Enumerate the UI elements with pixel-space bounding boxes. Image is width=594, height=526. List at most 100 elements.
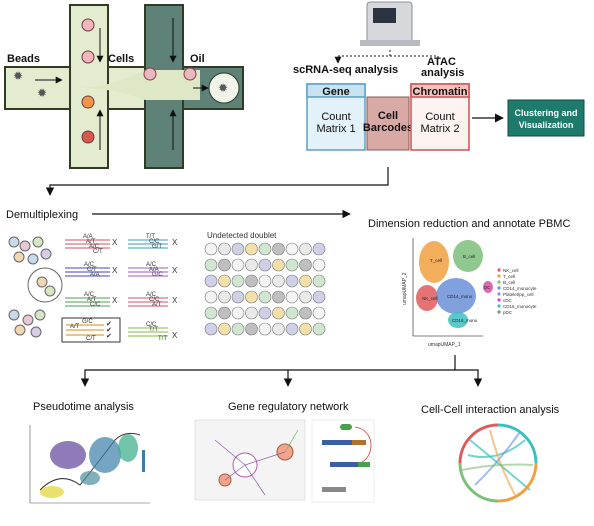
dimension-reduction-label: Dimension reduction and annotate PBMC — [368, 218, 570, 230]
svg-text:T_cell: T_cell — [503, 274, 515, 279]
doublet-cell — [231, 274, 245, 288]
svg-text:X: X — [172, 238, 178, 247]
beads-label: Beads — [7, 53, 40, 65]
doublet-cell — [218, 290, 231, 304]
doublet-cell — [299, 242, 312, 256]
doublet-cell — [258, 242, 272, 256]
doublet-cell — [272, 290, 285, 304]
doublet-cell — [285, 290, 299, 304]
clustering-box: Clustering and Visualization — [507, 99, 585, 137]
doublet-cell — [231, 306, 245, 320]
sequencer-icon — [360, 1, 420, 46]
svg-text:C/T: C/T — [87, 267, 97, 273]
bead-icon: ✹ — [13, 69, 23, 83]
svg-text:X: X — [172, 331, 178, 340]
svg-text:C/C: C/C — [149, 239, 160, 245]
allele-labels-right: T/T C/C G/T A/C A/A G/C A/C C/C A/T C/C … — [146, 234, 178, 342]
svg-text:A/T: A/T — [86, 239, 96, 245]
svg-text:CD16_mono: CD16_mono — [452, 318, 478, 323]
demultiplex-cells — [8, 236, 63, 338]
svg-text:DC: DC — [484, 285, 491, 290]
gene-count-line2: Matrix 1 — [316, 123, 355, 135]
svg-text:A/C: A/C — [84, 292, 95, 298]
svg-text:X: X — [172, 266, 178, 275]
doublet-cell — [231, 258, 245, 272]
svg-text:A/A: A/A — [90, 272, 100, 278]
doublet-cell — [272, 274, 285, 288]
cell-icon — [81, 50, 95, 64]
chromatin-header: Chromatin — [413, 86, 468, 98]
doublet-cell — [272, 258, 285, 272]
bead-icon: ✹ — [218, 81, 228, 95]
umap-x-axis: umapUMAP_1 — [428, 342, 461, 348]
doublet-cell — [312, 274, 326, 288]
doublet-cell — [245, 258, 258, 272]
svg-text:A/C: A/C — [146, 292, 157, 298]
doublet-cell — [245, 242, 258, 256]
doublet-cell — [218, 306, 231, 320]
svg-text:Platelet/pp_cell: Platelet/pp_cell — [503, 292, 534, 297]
gene-count-line1: Count — [321, 111, 350, 123]
cells-label: Cells — [108, 53, 134, 65]
doublet-cell — [204, 274, 218, 288]
doublet-cell — [204, 242, 218, 256]
doublet-grid — [204, 242, 326, 336]
atac-label-line2: analysis — [421, 67, 464, 79]
doublet-cell — [245, 274, 258, 288]
doublet-cell — [272, 322, 285, 336]
doublet-cell — [312, 306, 326, 320]
doublet-cell — [231, 322, 245, 336]
svg-text:T/T: T/T — [158, 336, 167, 342]
doublet-cell — [245, 290, 258, 304]
doublet-cell — [285, 306, 299, 320]
chromatin-matrix: Chromatin Count Matrix 2 — [410, 83, 470, 151]
svg-text:X: X — [172, 296, 178, 305]
svg-text:NK_cell: NK_cell — [422, 296, 438, 301]
doublet-cell — [231, 290, 245, 304]
svg-text:A/A: A/A — [149, 267, 159, 273]
svg-text:X: X — [112, 238, 118, 247]
doublet-cell — [299, 290, 312, 304]
svg-text:A/C: A/C — [89, 244, 100, 250]
pseudotime-plot — [29, 425, 150, 504]
barcode-line2: Barcodes — [363, 122, 413, 134]
bead-icon: ✹ — [37, 86, 47, 100]
gene-header: Gene — [322, 86, 350, 98]
doublet-cell — [258, 322, 272, 336]
doublet-cell — [258, 274, 272, 288]
svg-text:NK_cell: NK_cell — [503, 268, 519, 273]
svg-text:G/C: G/C — [152, 272, 163, 278]
doublet-cell — [299, 306, 312, 320]
doublet-cell — [231, 242, 245, 256]
doublet-cell — [258, 290, 272, 304]
doublet-cell — [285, 258, 299, 272]
svg-text:A/A: A/A — [83, 234, 93, 240]
doublet-cell — [258, 306, 272, 320]
umap-y-axis: umapUMAP_2 — [402, 272, 408, 305]
doublet-cell — [258, 258, 272, 272]
svg-text:A/C: A/C — [84, 262, 95, 268]
cell-icon — [81, 95, 95, 109]
svg-text:✔: ✔ — [106, 333, 112, 340]
clustering-line2: Visualization — [519, 120, 574, 130]
svg-text:CD14_mono: CD14_mono — [447, 294, 473, 299]
svg-text:C/T: C/T — [86, 336, 96, 342]
svg-text:✔: ✔ — [106, 327, 112, 334]
svg-text:X: X — [112, 296, 118, 305]
doublet-cell — [218, 258, 231, 272]
svg-text:T/T: T/T — [149, 327, 158, 333]
clustering-line1: Clustering and — [514, 108, 577, 118]
doublet-cell — [204, 306, 218, 320]
doublet-cell — [245, 306, 258, 320]
svg-text:C/C: C/C — [146, 322, 157, 328]
scrna-label: scRNA-seq analysis — [293, 64, 398, 76]
svg-text:T/T: T/T — [146, 234, 155, 240]
barcode-line1: Cell — [378, 110, 398, 122]
grn-network — [194, 419, 375, 503]
pseudotime-label: Pseudotime analysis — [33, 401, 134, 413]
svg-text:B_cell: B_cell — [463, 254, 475, 259]
demultiplexing-label: Demultiplexing — [6, 209, 78, 221]
doublet-cell — [299, 258, 312, 272]
umap-plot: T_cell B_cell NK_cell CD14_mono CD16_mon… — [402, 238, 537, 348]
doublet-cell — [299, 274, 312, 288]
